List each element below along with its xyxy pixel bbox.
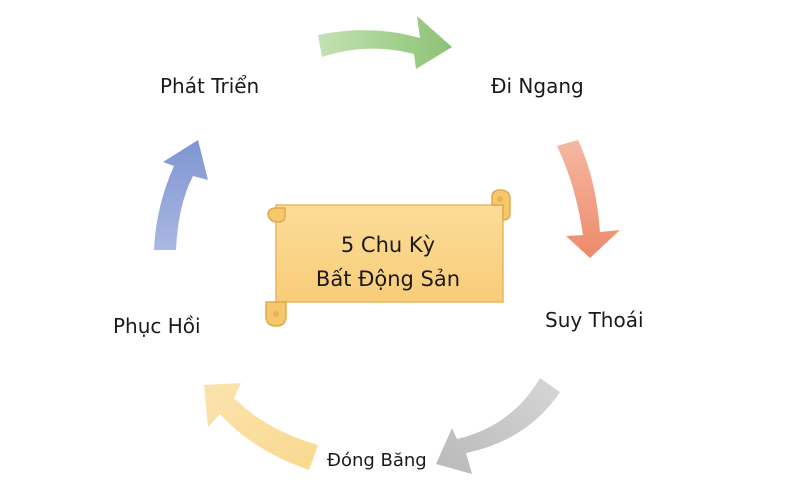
stage-label-di-ngang: Đi Ngang: [491, 74, 584, 98]
center-title: 5 Chu Kỳ Bất Động Sản: [283, 228, 493, 296]
arrow-yellow-icon: [204, 383, 318, 470]
stage-label-dong-bang: Đóng Băng: [327, 450, 427, 471]
arrow-green-icon: [318, 16, 452, 69]
scroll-curl-top-icon: [491, 189, 511, 221]
scroll-curl-top-dot: [497, 196, 503, 202]
scroll-curl-bottom-dot: [273, 311, 279, 317]
center-title-line2: Bất Động Sản: [315, 267, 461, 291]
stage-label-phuc-hoi: Phục Hồi: [113, 314, 201, 338]
scroll-curl-left-icon: [267, 207, 286, 223]
arrow-gray-icon: [436, 378, 560, 474]
scroll-body: [275, 204, 504, 303]
arrow-orange-icon: [557, 140, 620, 258]
stage-label-suy-thoai: Suy Thoái: [545, 308, 644, 332]
center-scroll: [265, 189, 511, 327]
center-title-line1: 5 Chu Kỳ: [340, 233, 436, 257]
stage-label-phat-trien: Phát Triển: [160, 74, 260, 98]
arrow-blue-icon: [154, 140, 208, 250]
